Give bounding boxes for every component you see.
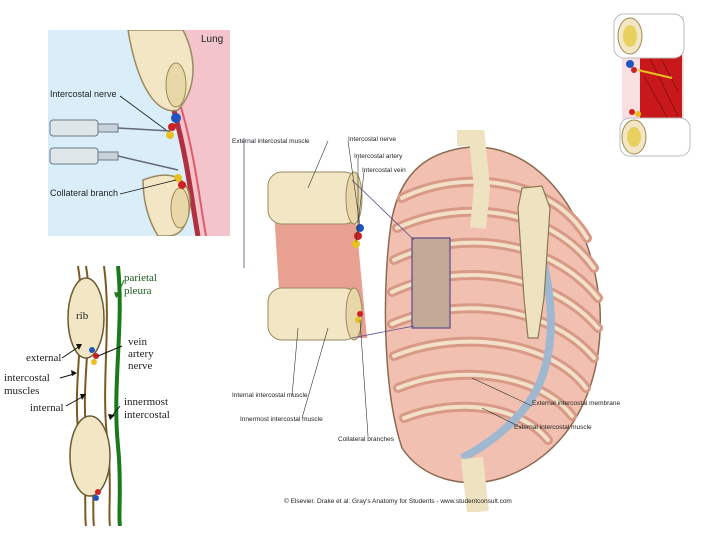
nerve-block-illustration [49, 30, 230, 236]
collateral-branches-label: Collateral branches [338, 436, 395, 443]
innermost-intercostal-muscle-label: Innermost intercostal muscle [240, 416, 323, 423]
rib-section-illustration [59, 266, 125, 526]
intercostal-nerve-label-thorax: Intercostal nerve [348, 136, 397, 143]
intercostal-nerve-label: Intercostal nerve [50, 89, 117, 99]
vein-label: vein [128, 336, 147, 348]
rib-label: rib [76, 310, 89, 322]
collateral-branch-label: Collateral branch [50, 188, 119, 198]
nerve-label: nerve [128, 360, 153, 372]
parietal-pleura-label: parietal pleura [124, 272, 157, 297]
copyright-text: © Elsevier. Drake et al: Gray's Anatomy … [284, 498, 512, 505]
rib-section-panel: parietal pleura rib vein artery nerve ex… [0, 266, 200, 526]
innermost-intercostal-label: innermost intercostal [124, 396, 170, 421]
internal-intercostal-muscle-label: Internal intercostal muscle [232, 392, 308, 399]
nerve-block-panel: Lung Intercostal nerve Collateral branch [48, 30, 230, 236]
internal-label: internal [30, 402, 64, 414]
thorax-panel: External intercostal muscle Intercostal … [232, 128, 620, 512]
intercostal-muscles-label: intercostal muscles [4, 372, 50, 397]
external-intercostal-muscle-label: External intercostal muscle [232, 138, 310, 145]
external-intercostal-membrane-label: External intercostal membrane [532, 400, 621, 407]
intercostal-vein-label: Intercostal vein [362, 167, 406, 174]
artery-label: artery [128, 348, 154, 360]
intercostal-artery-label: Intercostal artery [354, 153, 403, 160]
external-label: external [26, 352, 62, 364]
rib-segment-thumbnail [612, 6, 694, 161]
external-intercostal-muscle-label-2: External intercostal muscle [514, 424, 592, 431]
thorax-illustration [243, 130, 603, 512]
lung-label: Lung [201, 34, 224, 45]
rib-segment-illustration [613, 13, 691, 157]
